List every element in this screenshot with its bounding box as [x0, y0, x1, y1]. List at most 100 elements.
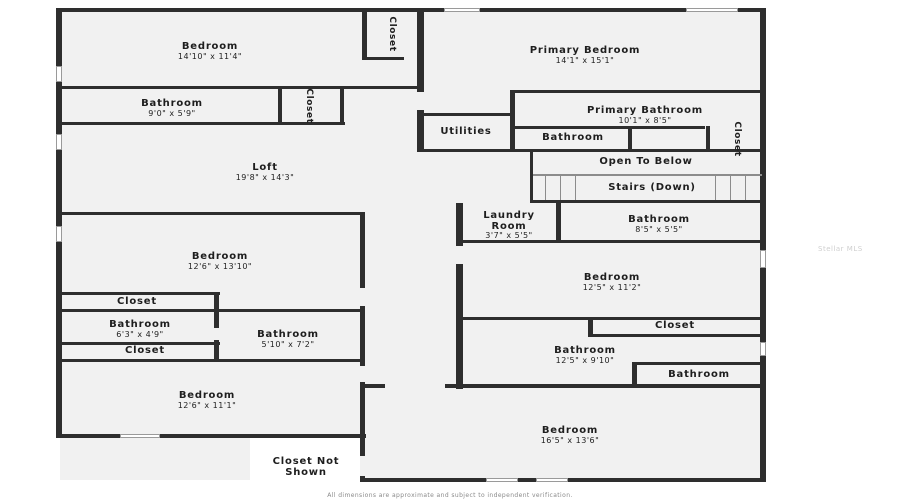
wall-laundry-bottom [463, 240, 762, 243]
wall-bathroom-w-center-top [219, 309, 365, 312]
wall-center-north [417, 10, 424, 152]
wall-utilities-top [424, 113, 514, 116]
room-name: Bedroom [541, 425, 599, 436]
room-name: Laundry Room [483, 210, 535, 232]
floor-main [60, 10, 762, 480]
stair-tread [560, 176, 561, 200]
wall-bathroom-e-large-bottom [365, 384, 762, 388]
wall-outer-bottom-left [56, 434, 366, 438]
window [686, 8, 738, 12]
wall-closet-w1-bottom [60, 309, 220, 312]
room-label-bathroom-e-large: Bathroom 12'5" x 9'10" [554, 345, 616, 365]
door-opening [360, 366, 365, 382]
wall-loft-bottom [60, 212, 365, 215]
wall-closet-w2-bottom [60, 359, 365, 362]
door-opening [360, 456, 365, 476]
room-label-loft: Loft 19'8" x 14'3" [236, 162, 295, 182]
wall-primary-bath-inner [515, 126, 705, 129]
footnote: All dimensions are approximate and subje… [327, 492, 573, 499]
room-dims: 3'7" x 5'5" [485, 231, 533, 240]
room-name: Open To Below [599, 156, 693, 167]
room-label-bathroom-e-small: Bathroom [668, 369, 730, 381]
door-opening [360, 288, 365, 306]
wall-closet-e-left [588, 317, 593, 337]
room-label-bedroom-w-mid: Bedroom 12'6" x 13'10" [187, 251, 253, 271]
room-label-closet-w2: Closet [125, 345, 165, 357]
stair-tread [745, 176, 746, 200]
room-name: Bedroom [181, 41, 239, 52]
window [56, 134, 62, 150]
room-name: Primary Bedroom [529, 45, 641, 56]
room-name: Closet [125, 345, 165, 356]
room-name: Bedroom [583, 272, 641, 283]
window [120, 434, 160, 438]
room-label-bedroom-e-mid: Bedroom 12'5" x 11'2" [582, 272, 642, 292]
room-name: Bathroom [542, 132, 604, 143]
wall-closet-e-bottom [588, 334, 762, 337]
room-name: Bathroom [109, 319, 171, 330]
room-dims: 8'5" x 5'5" [635, 224, 683, 234]
door-opening [417, 92, 424, 110]
stair-tread [545, 176, 546, 200]
floor-closet-not-shown [250, 438, 365, 480]
room-label-bedroom-sw: Bedroom 12'6" x 11'1" [178, 390, 237, 410]
room-dims: 9'0" x 5'9" [148, 108, 196, 118]
wall-west-column [214, 292, 219, 362]
window [56, 226, 62, 242]
room-label-bedroom-nw: Bedroom 14'10" x 11'4" [177, 41, 243, 61]
room-name: Closet Not Shown [272, 456, 340, 478]
room-label-primary-bedroom: Primary Bedroom 14'1" x 15'1" [529, 45, 641, 65]
room-name: Closet [655, 320, 695, 331]
wall-bathroom-e-small-top [636, 362, 762, 365]
wall-bathroom-nw-bottom [60, 122, 345, 125]
door-opening [385, 384, 445, 388]
wall-bathroom-e-small-left [632, 362, 637, 386]
window [760, 250, 766, 268]
room-name: Bedroom [178, 390, 236, 401]
room-dims: 12'5" x 9'10" [555, 355, 615, 365]
wall-stairs-bottom [530, 200, 762, 203]
room-label-closet-w1: Closet [117, 296, 157, 308]
wall-bedroom-nw-bottom [60, 86, 420, 89]
wall-closet-nw2-right [340, 89, 344, 125]
room-name: Bathroom [554, 345, 616, 356]
wall-laundry-left [456, 203, 463, 389]
room-label-closet-nw: Closet [387, 16, 397, 52]
wall-closet-nw-bottom [362, 57, 404, 60]
room-label-closet-e: Closet [655, 320, 695, 332]
room-name: Closet [117, 296, 157, 307]
wall-closet-primary-left [706, 126, 710, 152]
room-dims: 5'10" x 7'2" [261, 339, 315, 349]
room-dims: 14'1" x 15'1" [555, 55, 615, 65]
wall-bedroom-e-mid-bottom [463, 317, 762, 320]
room-label-stairs: Stairs (Down) [608, 182, 696, 194]
room-dims: 14'10" x 11'4" [177, 51, 243, 61]
room-dims: 6'3" x 4'9" [116, 329, 164, 339]
room-label-primary-bathroom: Primary Bathroom 10'1" x 8'5" [587, 105, 703, 125]
wall-open-below-left [530, 152, 533, 202]
window [760, 342, 766, 356]
room-name: Bathroom [668, 369, 730, 380]
stairs-divider [533, 174, 762, 176]
wall-outer-right [760, 8, 766, 482]
room-name: Utilities [440, 126, 492, 137]
room-dims: 12'6" x 13'10" [187, 261, 253, 271]
room-label-bathroom-nw: Bathroom 9'0" x 5'9" [141, 98, 203, 118]
room-label-laundry: Laundry Room 3'7" x 5'5" [479, 210, 539, 240]
room-name: Bathroom [257, 329, 319, 340]
room-dims: 16'5" x 13'6" [540, 435, 600, 445]
room-name: Primary Bathroom [587, 105, 703, 116]
room-label-bathroom-w-center: Bathroom 5'10" x 7'2" [257, 329, 319, 349]
room-label-bathroom-primary: Bathroom [542, 132, 604, 144]
room-name: Stairs (Down) [608, 182, 696, 193]
wall-primary-bedroom-bottom [512, 90, 762, 93]
wall-outer-top [56, 8, 766, 12]
room-label-open-to-below: Open To Below [599, 156, 693, 168]
window [444, 8, 480, 12]
room-label-bathroom-w-small: Bathroom 6'3" x 4'9" [109, 319, 171, 339]
room-dims: 12'5" x 11'2" [582, 282, 642, 292]
stair-tread [730, 176, 731, 200]
door-opening [456, 246, 463, 264]
room-name: Bathroom [628, 214, 690, 225]
